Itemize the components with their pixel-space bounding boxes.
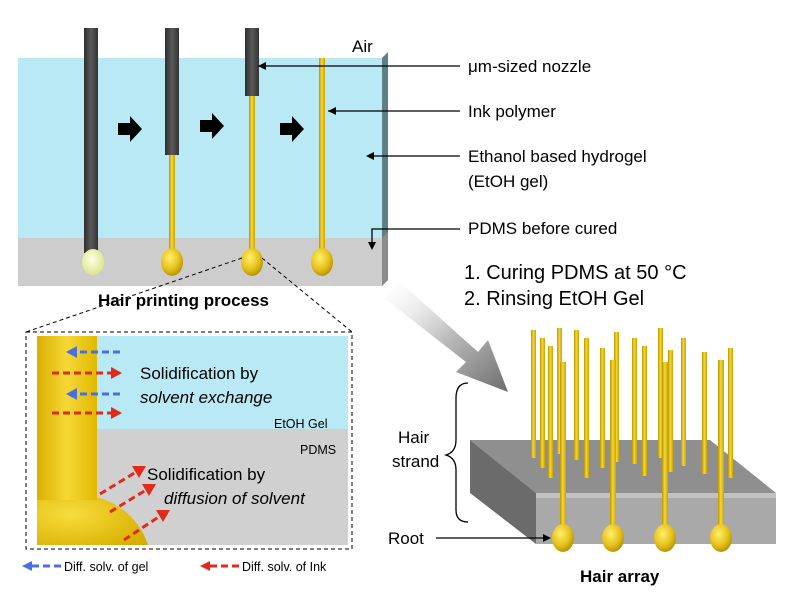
- diffusion-arrowheads: [66, 346, 170, 522]
- step-2-label: 2. Rinsing EtOH Gel: [464, 288, 644, 310]
- pdms-before-label: PDMS before cured: [468, 219, 617, 238]
- arrowhead-icon: [111, 367, 122, 379]
- hair-strand: [662, 362, 668, 537]
- zoom-ink-blob: [37, 493, 148, 545]
- hair-root: [552, 524, 574, 552]
- gel-label-line1: Ethanol based hydrogel: [468, 147, 647, 166]
- arrowhead-icon: [66, 346, 77, 358]
- nozzle: [84, 28, 98, 253]
- root-label: Root: [388, 529, 424, 548]
- callout-lines: [258, 65, 460, 246]
- hair-strand: [718, 360, 724, 537]
- nozzle: [245, 28, 259, 96]
- arrowhead-icon: [111, 407, 122, 419]
- ink-strand: [249, 96, 255, 256]
- arrowhead-icon: [132, 466, 146, 478]
- nozzle: [165, 28, 179, 155]
- legend-gel-arrowhead-icon: [22, 561, 32, 571]
- ink-polymer-label: Ink polymer: [468, 102, 556, 121]
- hair-root: [710, 524, 732, 552]
- front-hairs: [552, 360, 732, 552]
- zoom-pdms-label: PDMS: [300, 443, 336, 457]
- ink-strand: [319, 58, 325, 256]
- hair-root: [654, 524, 676, 552]
- hair-root: [602, 524, 624, 552]
- nozzle-label: μm-sized nozzle: [468, 57, 591, 76]
- nozzle-stage-1: [82, 28, 104, 275]
- callout-arrowheads: [258, 62, 376, 250]
- ink-droplet: [311, 248, 333, 276]
- air-label: Air: [352, 37, 373, 56]
- legend-ink-label: Diff. solv. of Ink: [242, 560, 327, 574]
- arrowhead-icon: [142, 484, 156, 496]
- legend-ink-arrowhead-icon: [200, 561, 210, 571]
- arrowhead-icon: [368, 242, 376, 250]
- nozzle-stage-3: [241, 28, 263, 276]
- legend-gel-label: Diff. solv. of gel: [64, 560, 148, 574]
- gel-layer: [18, 58, 382, 238]
- ink-droplet: [241, 248, 263, 276]
- diffusion-arrows: [52, 350, 161, 542]
- hair-strand: [610, 360, 616, 537]
- hair-stage-4: [311, 58, 333, 276]
- solidification-1-line1: Solidification by: [140, 364, 259, 383]
- printing-block: [18, 52, 388, 286]
- big-process-arrow-icon: [384, 282, 508, 392]
- gel-label-line2: (EtOH gel): [468, 172, 548, 191]
- hair-strand-brace: [443, 382, 469, 523]
- arrowhead-icon: [156, 510, 170, 522]
- solidification-1-line2: solvent exchange: [140, 388, 272, 407]
- array-base-left: [470, 440, 536, 544]
- legend: Diff. solv. of gel Diff. solv. of Ink: [22, 560, 327, 574]
- solidification-2-line1: Solidification by: [147, 465, 266, 484]
- hair-array: Hair strand Root Hair array: [388, 328, 776, 586]
- ink-strand: [169, 155, 175, 255]
- hair-label: Hair: [398, 428, 430, 447]
- solidification-2-line2: diffusion of solvent: [164, 489, 306, 508]
- step-1-label: 1. Curing PDMS at 50 °C: [464, 262, 687, 284]
- ink-droplet: [161, 248, 183, 276]
- arrowhead-icon: [328, 107, 336, 115]
- step-arrow-icon: [118, 116, 142, 142]
- zoom-etoh-gel-label: EtOH Gel: [274, 417, 328, 431]
- hair-array-title: Hair array: [580, 567, 660, 586]
- block-side-pdms: [382, 232, 388, 286]
- step-arrow-icon: [200, 113, 224, 139]
- back-hairs: [531, 328, 733, 478]
- ink-droplet: [82, 249, 104, 275]
- nozzle-stage-2: [161, 28, 183, 276]
- zoom-guides: [25, 257, 353, 550]
- hair-strand: [560, 362, 566, 537]
- arrowhead-icon: [66, 388, 77, 400]
- zoom-box: Solidification by solvent exchange EtOH …: [37, 336, 348, 545]
- printing-process-title: Hair printing process: [98, 291, 269, 310]
- step-arrows: [118, 113, 304, 142]
- step-arrow-icon: [280, 116, 304, 142]
- zoom-ink-strand: [37, 336, 97, 500]
- root-arrowhead-icon: [543, 534, 551, 542]
- arrowhead-icon: [258, 62, 266, 70]
- array-base-top: [470, 440, 776, 493]
- strand-label: strand: [392, 452, 439, 471]
- arrowhead-icon: [366, 152, 374, 160]
